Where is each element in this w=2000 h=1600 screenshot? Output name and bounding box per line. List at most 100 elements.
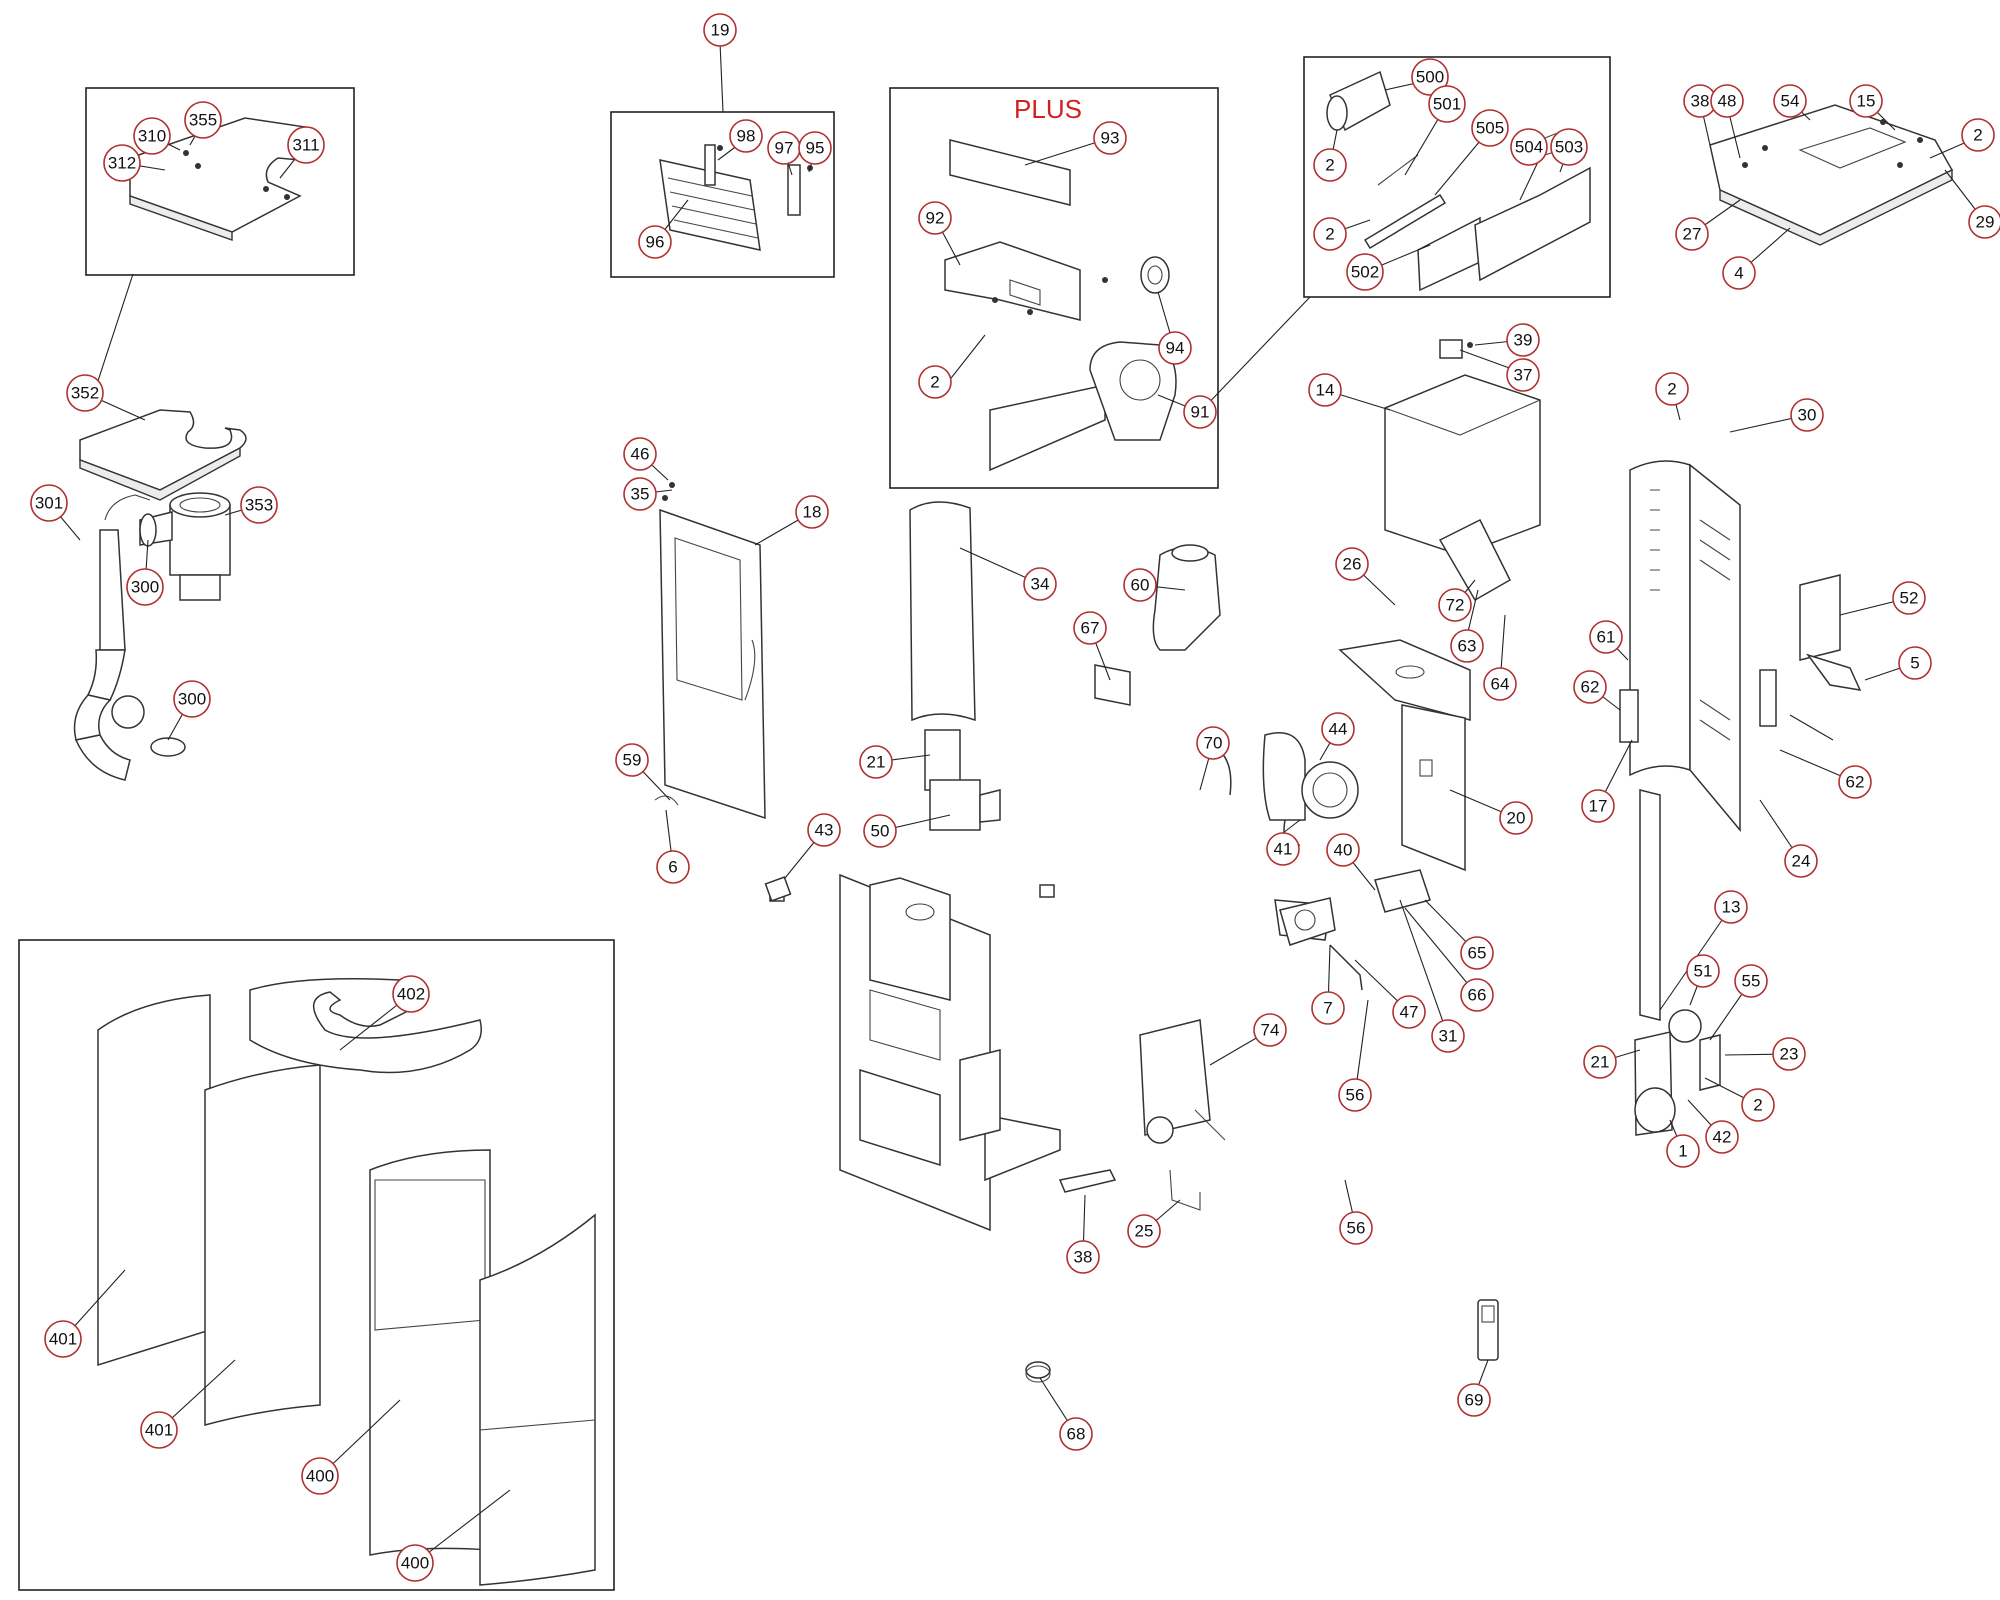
callout-ring (1583, 1045, 1617, 1079)
callout-number: 300 (178, 690, 206, 709)
callout-23: 23 (1772, 1037, 1806, 1071)
callout-number: 1 (1678, 1142, 1687, 1161)
electronics-74 (1139, 1019, 1226, 1144)
callout-number: 500 (1416, 68, 1444, 87)
callout-46: 46 (623, 437, 657, 471)
inset-box-plus-kit (889, 87, 1219, 489)
callout-number: 26 (1343, 555, 1362, 574)
callout-26: 26 (1335, 547, 1369, 581)
callout-number: 2 (1325, 225, 1334, 244)
callout-number: 21 (1591, 1053, 1610, 1072)
callout-19: 19 (703, 13, 737, 47)
callout-ring (1266, 832, 1300, 866)
callout-number: 41 (1274, 840, 1293, 859)
callout-59: 59 (615, 743, 649, 777)
rear-column-34 (909, 501, 1001, 831)
callout-503: 503 (1550, 128, 1588, 166)
middle-parts (1039, 544, 1359, 941)
callout-ring (184, 101, 222, 139)
callout-number: 96 (646, 233, 665, 252)
callout-94: 94 (1158, 331, 1192, 365)
callout-number: 18 (803, 503, 822, 522)
callout-number: 310 (138, 127, 166, 146)
callout-15: 15 (1849, 84, 1883, 118)
callout-401: 401 (140, 1411, 178, 1449)
callout-number: 5 (1910, 654, 1919, 673)
callout-63: 63 (1450, 629, 1484, 663)
side-panels-inset-parts (97, 978, 596, 1586)
callout-98: 98 (729, 119, 763, 153)
exhaust-fan-65 (1279, 869, 1431, 991)
side-column-24 (1619, 460, 1862, 833)
callout-ring (1499, 801, 1533, 835)
callout-353: 353 (240, 486, 278, 524)
callout-ring (1196, 726, 1230, 760)
callout-ring (1450, 629, 1484, 663)
callout-number: 300 (131, 578, 159, 597)
callout-number: 52 (1900, 589, 1919, 608)
callout-number: 69 (1465, 1391, 1484, 1410)
callout-number: 35 (631, 485, 650, 504)
callout-number: 34 (1031, 575, 1050, 594)
callout-ring (133, 117, 171, 155)
callout-7: 7 (1311, 991, 1345, 1025)
callout-ring (1573, 670, 1607, 704)
callout-ring (1346, 253, 1384, 291)
callout-number: 44 (1329, 720, 1348, 739)
callout-96: 96 (638, 225, 672, 259)
callout-number: 2 (1753, 1096, 1762, 1115)
callout-30: 30 (1790, 398, 1824, 432)
callout-number: 401 (49, 1330, 77, 1349)
callout-65: 65 (1460, 936, 1494, 970)
callout-97: 97 (767, 131, 801, 165)
callout-38: 38 (1066, 1240, 1100, 1274)
callout-ring (126, 568, 164, 606)
callout-ring (1183, 395, 1217, 429)
callout-number: 67 (1081, 619, 1100, 638)
callout-number: 27 (1683, 225, 1702, 244)
callout-47: 47 (1392, 995, 1426, 1029)
rear-panel-20 (1338, 639, 1471, 872)
callout-number: 97 (775, 139, 794, 158)
callout-number: 24 (1792, 852, 1811, 871)
callout-number: 2 (930, 373, 939, 392)
callout-number: 20 (1507, 809, 1526, 828)
callout-number: 503 (1555, 138, 1583, 157)
callout-number: 31 (1439, 1027, 1458, 1046)
callout-number: 15 (1857, 92, 1876, 111)
callout-ring (1784, 844, 1818, 878)
callout-505: 505 (1471, 109, 1509, 147)
callout-number: 63 (1458, 637, 1477, 656)
callout-ring (396, 1544, 434, 1582)
callout-67: 67 (1073, 611, 1107, 645)
callout-number: 72 (1446, 596, 1465, 615)
callout-402: 402 (392, 975, 430, 1013)
callout-number: 42 (1713, 1128, 1732, 1147)
callout-504: 504 (1510, 128, 1548, 166)
main-stove-body (769, 873, 1061, 1232)
callout-62: 62 (1573, 670, 1607, 704)
callout-number: 50 (871, 822, 890, 841)
callout-14: 14 (1308, 373, 1342, 407)
callout-ring (1506, 323, 1540, 357)
callout-2: 2 (1313, 217, 1347, 251)
callout-48: 48 (1710, 84, 1744, 118)
callout-54: 54 (1773, 84, 1807, 118)
callout-ring (1311, 991, 1345, 1025)
callout-44: 44 (1321, 712, 1355, 746)
flue-adapter-353 (139, 492, 231, 601)
callout-68: 68 (1059, 1417, 1093, 1451)
callout-number: 98 (737, 127, 756, 146)
callout-34: 34 (1023, 567, 1057, 601)
callout-ring (44, 1320, 82, 1358)
callout-ring (1471, 109, 1509, 147)
callout-number: 94 (1166, 339, 1185, 358)
callout-35: 35 (623, 477, 657, 511)
callout-20: 20 (1499, 801, 1533, 835)
callout-93: 93 (1093, 121, 1127, 155)
callout-ring (392, 975, 430, 1013)
callout-number: 91 (1191, 403, 1210, 422)
callout-ring (1961, 118, 1995, 152)
